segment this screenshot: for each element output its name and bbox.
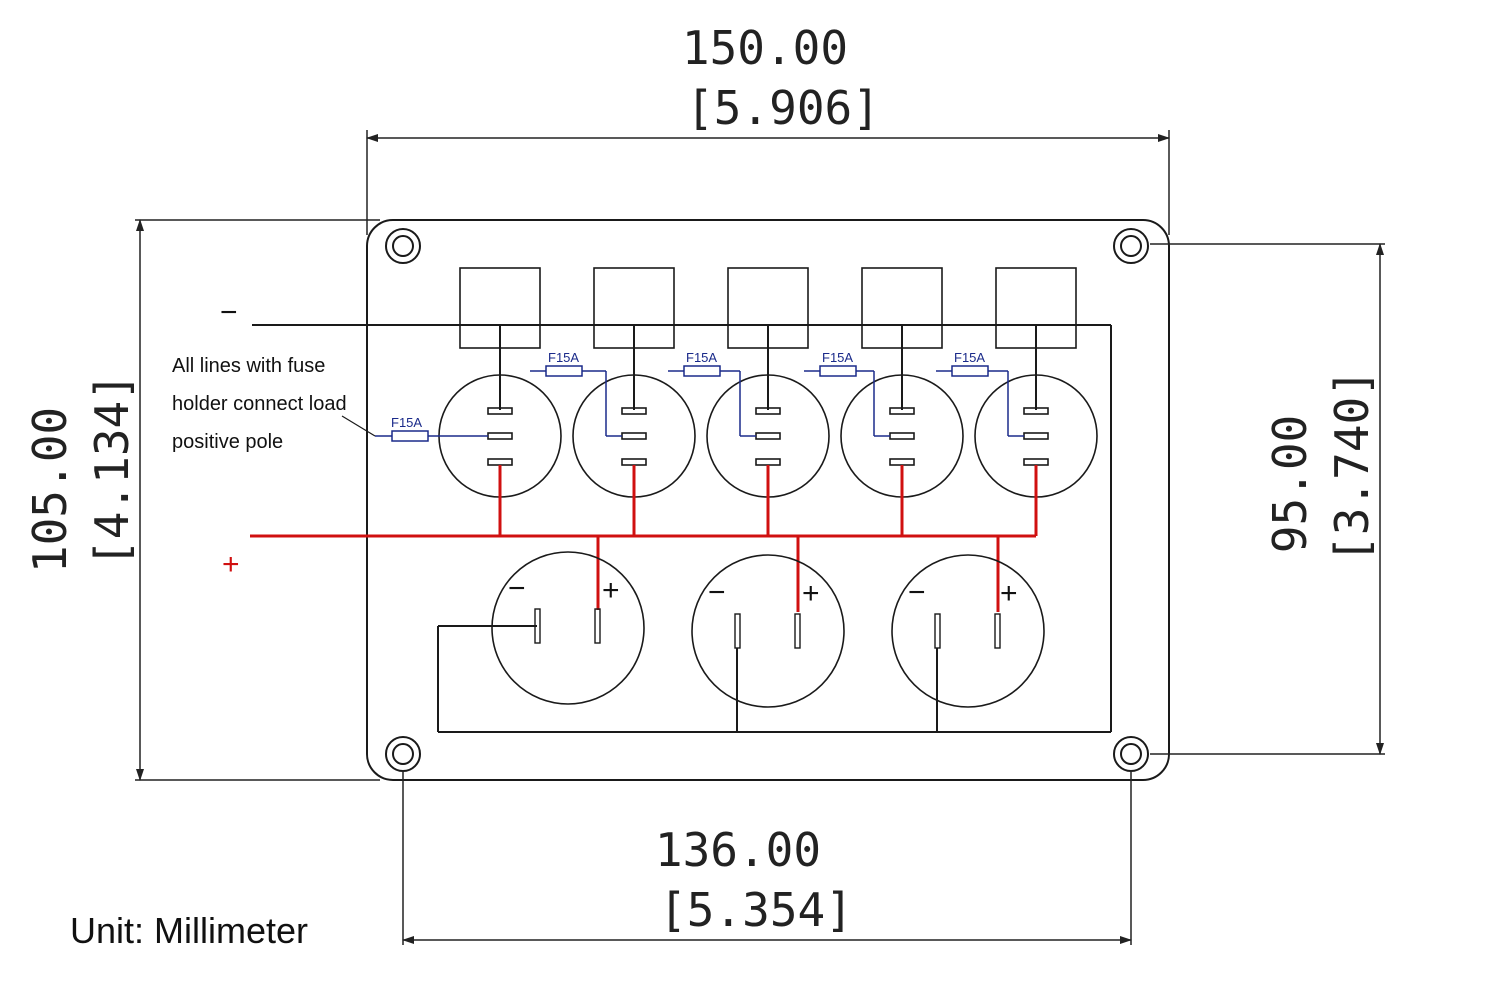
- mounting-holes: [385, 228, 1149, 772]
- fuse-label-5: F15A: [954, 350, 985, 365]
- socket-2-plus: +: [802, 577, 820, 610]
- socket-3: − +: [891, 554, 1045, 732]
- unit-label: Unit: Millimeter: [70, 910, 308, 951]
- hole-v-in-label: [3.740]: [1325, 369, 1379, 563]
- socket-1-plus: +: [602, 574, 620, 607]
- note-line-1: All lines with fuse: [172, 355, 325, 377]
- socket-3-minus: −: [908, 576, 926, 609]
- socket-1: − +: [491, 551, 645, 705]
- note-line-2: holder connect load: [172, 393, 347, 415]
- hole-v-mm-label: 95.00: [1263, 415, 1317, 553]
- fuse-label-2: F15A: [548, 350, 579, 365]
- fuse-label-1: F15A: [391, 415, 422, 430]
- positive-bus: [250, 465, 1038, 612]
- width-in-label: [5.906]: [686, 81, 880, 135]
- fuse-wiring: [375, 365, 1024, 442]
- dimension-width: 150.00 [5.906]: [366, 21, 1170, 235]
- socket-3-plus: +: [1000, 577, 1018, 610]
- fuse-note: All lines with fuse holder connect load …: [172, 355, 376, 453]
- hole-h-in-label: [5.354]: [659, 883, 853, 937]
- panel-outline: [366, 219, 1170, 781]
- socket-2: − +: [691, 554, 845, 732]
- dimension-height: 105.00 [4.134]: [23, 219, 380, 781]
- note-line-3: positive pole: [172, 431, 283, 453]
- negative-bus: [252, 324, 1112, 733]
- fuse-label-3: F15A: [686, 350, 717, 365]
- socket-2-minus: −: [708, 576, 726, 609]
- height-in-label: [4.134]: [85, 373, 139, 567]
- switch-4: [840, 325, 964, 498]
- height-mm-label: 105.00: [23, 407, 77, 573]
- positive-label: +: [222, 548, 240, 581]
- width-mm-label: 150.00: [682, 21, 848, 75]
- fuse-label-4: F15A: [822, 350, 853, 365]
- dimension-hole-vertical: 95.00 [3.740]: [1150, 243, 1385, 755]
- dimension-hole-horizontal: 136.00 [5.354]: [402, 770, 1132, 945]
- fuse-labels: F15A F15A F15A F15A F15A: [391, 350, 985, 430]
- hole-h-mm-label: 136.00: [655, 823, 821, 877]
- negative-label: −: [220, 296, 238, 329]
- socket-1-minus: −: [508, 572, 526, 605]
